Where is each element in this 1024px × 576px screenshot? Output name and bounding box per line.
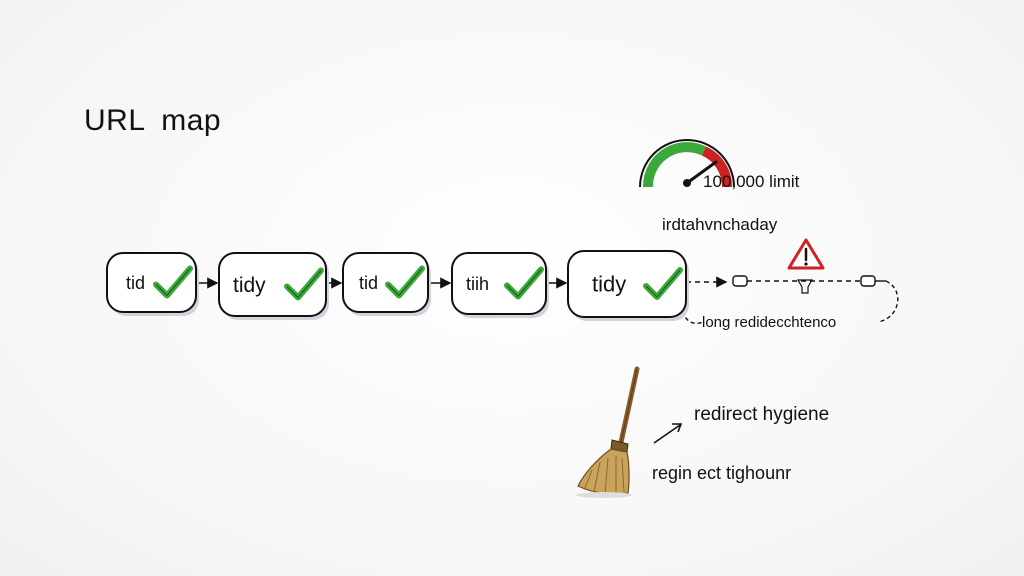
check-icon-outline (286, 270, 322, 299)
node-label: tidy (233, 274, 266, 297)
diagram-title: URL map (84, 104, 222, 137)
gauge-limit-label: 100,000 limit (703, 172, 800, 191)
node-box (567, 250, 687, 318)
arrow-icon (653, 423, 683, 444)
long-redirect-label: long redidecchtenco (702, 314, 837, 331)
node-label: tid (126, 273, 145, 293)
check-icon-outline (387, 268, 423, 297)
url-nodes: tid tidy tid tiih tidy (106, 250, 689, 321)
chain-link-icon (732, 275, 748, 287)
url-node: tidy (567, 250, 689, 321)
warning-triangle-icon (787, 238, 825, 270)
check-icon-outline (645, 269, 681, 298)
check-icon-outline (506, 269, 542, 298)
url-node: tid (106, 252, 199, 316)
chain-link-icon (860, 275, 876, 287)
bottom-annotation-label: regin ect tighounr (652, 463, 792, 483)
url-node: tid (342, 252, 431, 316)
redirect-chain (682, 275, 899, 325)
node-label: tid (359, 273, 378, 293)
url-node: tidy (218, 252, 329, 320)
url-node: tiih (451, 252, 549, 318)
redirect-chain-label: irdtahvnchaday (662, 215, 778, 234)
check-icon-outline (155, 268, 191, 297)
node-label: tidy (592, 272, 626, 297)
gauge-icon (639, 139, 735, 188)
broom-icon (576, 366, 640, 498)
node-box (451, 252, 547, 315)
node-label: tiih (466, 274, 489, 294)
node-box (342, 252, 429, 313)
node-box (106, 252, 197, 313)
redirect-hygiene-label: redirect hygiene (694, 404, 830, 425)
node-box (218, 252, 327, 317)
